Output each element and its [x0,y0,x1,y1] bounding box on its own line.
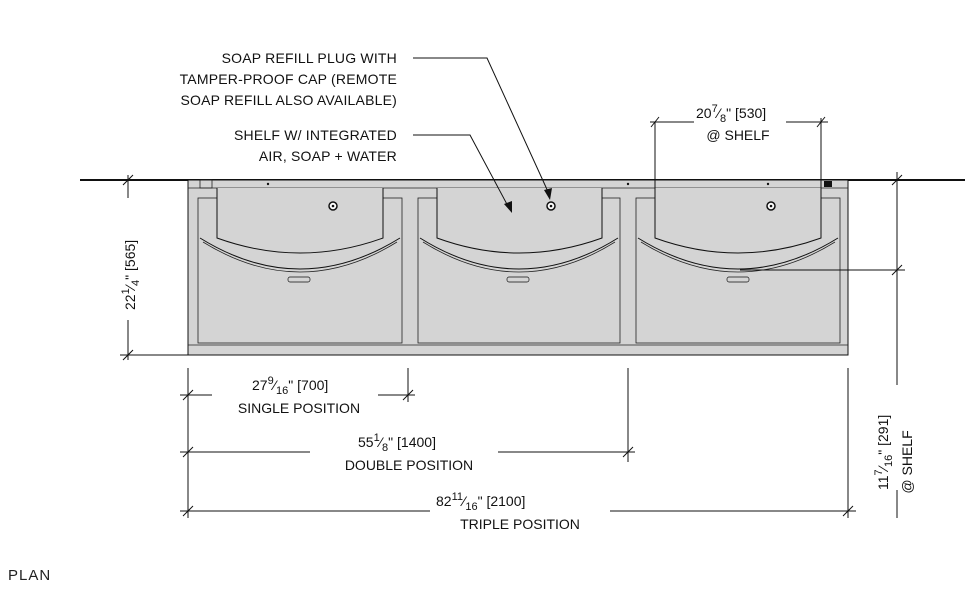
basin-curve [637,237,839,270]
shelf-dot [766,182,770,186]
sensor-icon [824,181,832,187]
sensor-grille-icon [287,276,311,283]
dimension-value: 207⁄8" [530] [696,103,766,125]
dimension-note: @ SHELF [706,127,769,143]
callout-text: SHELF W/ INTEGRATED [234,127,397,143]
tick-mark [891,174,903,186]
dimension-value: 551⁄8" [1400] [358,432,436,454]
sensor-grille-icon [726,276,750,283]
basin-curve-inner [640,241,836,273]
callout-soap-refill: SOAP REFILL PLUG WITH TAMPER-PROOF CAP (… [180,50,552,200]
tick-mark [816,116,826,128]
basin-station [417,188,621,344]
tick-mark [182,446,194,458]
callout-text: TAMPER-PROOF CAP (REMOTE [180,71,397,87]
shelf-module [436,188,603,254]
tick-mark [182,389,194,401]
dimension-value: 221⁄4" [565] [120,240,142,310]
leader-line [413,134,510,209]
sensor-grille-icon [506,276,530,283]
shelf-dot [266,182,270,186]
view-label: PLAN [8,567,51,584]
dimension-double: 551⁄8" [1400] DOUBLE POSITION [180,368,635,473]
dimension-shelf-depth: 117⁄16" [291] @ SHELF [740,172,915,518]
leader-line [413,57,551,197]
callout-text: AIR, SOAP + WATER [259,148,397,164]
basin-curve-inner [422,241,616,273]
dimension-note: @ SHELF [899,430,915,493]
basin-curve-inner [202,241,398,273]
tick-mark [650,116,660,128]
soap-plug-center [769,204,773,208]
basin-station [197,188,403,344]
dimension-value: 279⁄16" [700] [252,375,328,397]
callout-shelf: SHELF W/ INTEGRATED AIR, SOAP + WATER [234,127,512,213]
basin-curve [419,237,619,270]
dimension-label: DOUBLE POSITION [345,457,473,473]
basin-station [635,188,841,344]
dimension-value: 117⁄16" [291] [873,415,895,490]
callout-text: SOAP REFILL ALSO AVAILABLE) [180,92,397,108]
tick-mark [402,389,414,401]
soap-plug-center [549,204,553,208]
shelf-dot [626,182,630,186]
tick-mark [891,264,903,276]
tick-mark [182,505,194,517]
dimension-depth: 221⁄4" [565] [120,174,188,361]
shelf-module [216,188,384,254]
tick-mark [622,446,634,458]
dimension-triple: 8211⁄16" [2100] TRIPLE POSITION [180,368,856,532]
dimension-value: 8211⁄16" [2100] [436,491,525,513]
end-cap-left [199,179,213,189]
basin-curve [199,237,401,270]
soap-plug-center [331,204,335,208]
leader-arrow [544,188,552,200]
shelf-module [654,188,822,254]
sink-unit [187,179,849,356]
dimension-single: 279⁄16" [700] SINGLE POSITION [180,368,415,518]
callout-text: SOAP REFILL PLUG WITH [222,50,397,66]
tick-mark [842,505,854,517]
leader-arrow [504,201,512,213]
tick-mark [122,349,134,361]
dimension-shelf-width: 207⁄8" [530] @ SHELF [650,103,828,188]
tick-mark [122,174,134,186]
dimension-label: TRIPLE POSITION [460,516,580,532]
dimension-label: SINGLE POSITION [238,400,360,416]
